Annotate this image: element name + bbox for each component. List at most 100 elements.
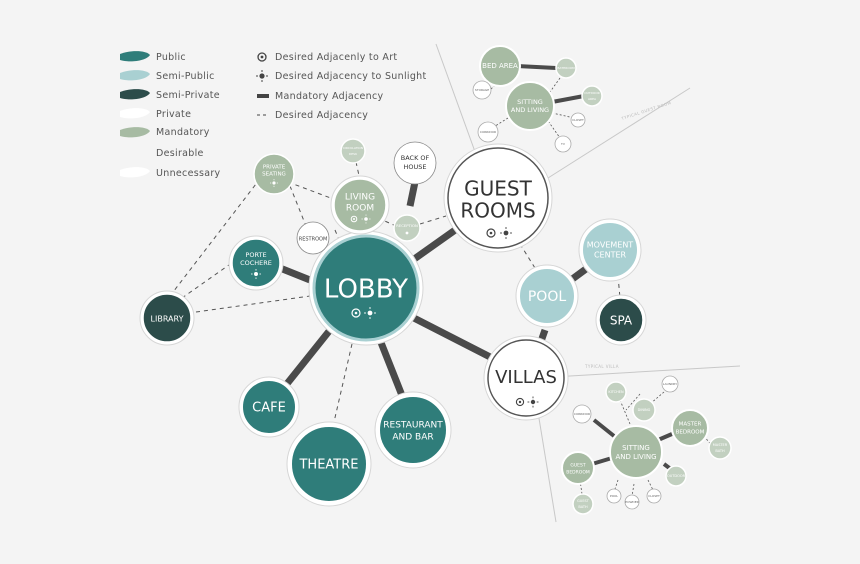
villa-master-bedroom-node: MASTER BEDROOM bbox=[671, 409, 709, 447]
villa-outdoor-node: OUTDOOR bbox=[665, 465, 687, 487]
legend-swatch-public bbox=[120, 51, 150, 62]
art-icon bbox=[515, 397, 525, 407]
svg-text:COCHERE: COCHERE bbox=[240, 259, 272, 267]
svg-text:BEDROOM: BEDROOM bbox=[676, 430, 705, 436]
svg-text:POOL: POOL bbox=[610, 494, 619, 498]
svg-text:MOVEMENT: MOVEMENT bbox=[587, 241, 634, 250]
villa-closet-node: CLOSET bbox=[646, 488, 662, 504]
library-node: LIBRARY bbox=[139, 290, 195, 346]
legend-label-semi-private: Semi-Private bbox=[156, 90, 220, 101]
svg-text:SITTING: SITTING bbox=[622, 444, 650, 452]
svg-text:CENTER: CENTER bbox=[594, 251, 627, 260]
svg-text:STORAGE: STORAGE bbox=[475, 88, 489, 92]
sunlight-icon bbox=[500, 227, 512, 239]
svg-text:PRIVATE: PRIVATE bbox=[263, 165, 286, 171]
svg-text:CORRIDOR: CORRIDOR bbox=[574, 412, 590, 416]
svg-text:BACK OF: BACK OF bbox=[401, 154, 430, 162]
svg-text:MASTER: MASTER bbox=[713, 443, 728, 447]
svg-text:HOUSE: HOUSE bbox=[404, 163, 427, 171]
reception-node: RECEPTION bbox=[393, 214, 421, 242]
svg-text:CLOSET: CLOSET bbox=[648, 494, 660, 498]
guest-tv-node: TV bbox=[554, 135, 572, 153]
sunlight-icon bbox=[527, 396, 539, 408]
villa-master-bath-node: MASTER BATH bbox=[708, 436, 732, 460]
legend-swatch-mandatory bbox=[120, 127, 150, 138]
legend-swatch-semi-private bbox=[120, 89, 150, 100]
legend-label-unnecessary: Unnecessary bbox=[156, 168, 221, 179]
svg-text:LAUNDRY: LAUNDRY bbox=[663, 382, 677, 386]
spa-node: SPA bbox=[595, 294, 647, 346]
svg-text:OUTDOOR: OUTDOOR bbox=[584, 91, 600, 95]
legend-label-sunlight: Desired Adjacency to Sunlight bbox=[275, 71, 427, 82]
art-icon bbox=[351, 308, 361, 318]
reception-label: RECEPTION bbox=[396, 223, 418, 228]
svg-text:AND LIVING: AND LIVING bbox=[511, 106, 549, 114]
art-icon bbox=[486, 228, 496, 238]
guest-bathroom-node: BATHROOM bbox=[555, 57, 577, 79]
guest-rooms-label-line2: ROOMS bbox=[460, 199, 535, 223]
living-room-node: LIVING ROOM bbox=[330, 175, 390, 235]
legend-label-private: Private bbox=[156, 109, 191, 120]
pool-label: POOL bbox=[528, 289, 566, 305]
guest-room-side-note: TYPICAL GUEST ROOM bbox=[620, 100, 672, 121]
lobby-node: LOBBY bbox=[308, 230, 424, 346]
svg-text:LIVING: LIVING bbox=[345, 193, 375, 203]
bed-area-label: BED AREA bbox=[482, 62, 518, 70]
legend-label-semi-public: Semi-Public bbox=[156, 71, 215, 82]
svg-text:AND BAR: AND BAR bbox=[392, 433, 433, 443]
svg-text:AREA: AREA bbox=[588, 97, 597, 101]
svg-text:BATHROOM: BATHROOM bbox=[557, 66, 575, 70]
villa-cluster: SITTING AND LIVING MASTER BEDROOM GUEST … bbox=[561, 375, 732, 515]
legend: Public Semi-Public Semi-Private Private … bbox=[120, 51, 427, 179]
svg-text:ROOM: ROOM bbox=[346, 204, 374, 214]
svg-text:BEDROOM: BEDROOM bbox=[566, 470, 590, 476]
svg-text:BATH: BATH bbox=[578, 505, 588, 509]
svg-text:OUTDOOR: OUTDOOR bbox=[667, 474, 686, 478]
art-icon bbox=[350, 215, 358, 223]
restaurant-bar-node: RESTAURANT AND BAR bbox=[374, 391, 452, 469]
spa-label: SPA bbox=[610, 314, 633, 328]
main-connections bbox=[169, 161, 621, 423]
sunlight-icon bbox=[364, 307, 376, 319]
pool-node: POOL bbox=[515, 264, 579, 328]
legend-swatch-private bbox=[120, 108, 150, 119]
cafe-label: CAFE bbox=[252, 401, 286, 416]
theatre-node: THEATRE bbox=[286, 421, 372, 507]
guest-closet-node: CLOSET bbox=[570, 112, 586, 128]
villas-label: VILLAS bbox=[495, 367, 557, 388]
sunlight-icon bbox=[256, 70, 268, 82]
library-label: LIBRARY bbox=[151, 315, 184, 324]
svg-text:SEATING: SEATING bbox=[262, 172, 286, 178]
svg-text:GUEST: GUEST bbox=[577, 499, 590, 503]
villa-side-note: TYPICAL VILLA bbox=[584, 364, 619, 369]
svg-text:SITTING: SITTING bbox=[517, 98, 543, 106]
legend-swatch-semi-public bbox=[120, 70, 150, 81]
svg-text:CIRCULATION: CIRCULATION bbox=[343, 146, 363, 150]
sunlight-icon bbox=[270, 179, 278, 187]
theatre-label: THEATRE bbox=[298, 458, 358, 473]
bed-area-node: BED AREA bbox=[479, 45, 521, 87]
legend-label-desirable: Desirable bbox=[156, 148, 204, 159]
svg-text:KITCHEN: KITCHEN bbox=[608, 390, 624, 394]
villa-pool-node: POOL bbox=[606, 488, 622, 504]
movement-center-node: MOVEMENT CENTER bbox=[578, 218, 642, 282]
villas-node: VILLAS bbox=[483, 335, 569, 421]
villa-corridor-node: CORRIDOR bbox=[572, 404, 592, 424]
villa-laundry-node: LAUNDRY bbox=[661, 375, 679, 393]
legend-label-desired-adjacency: Desired Adjacency bbox=[275, 110, 368, 121]
lobby-label: LOBBY bbox=[324, 275, 408, 305]
legend-swatch-unnecessary bbox=[120, 167, 150, 178]
svg-text:DESK: DESK bbox=[349, 152, 358, 156]
svg-text:MASTER: MASTER bbox=[679, 422, 702, 428]
svg-text:BATH: BATH bbox=[715, 449, 725, 453]
svg-text:POWDER: POWDER bbox=[625, 500, 638, 504]
legend-label-public: Public bbox=[156, 52, 186, 63]
villa-guest-bedroom-node: GUEST BEDROOM bbox=[561, 451, 595, 485]
svg-text:GUEST: GUEST bbox=[570, 463, 585, 469]
guest-rooms-label-line1: GUEST bbox=[464, 177, 532, 201]
villa-powder-node: POWDER bbox=[624, 494, 640, 510]
svg-text:TV: TV bbox=[560, 142, 566, 146]
svg-text:CLOSET: CLOSET bbox=[572, 118, 584, 122]
guest-rooms-node: GUEST ROOMS bbox=[443, 143, 553, 253]
